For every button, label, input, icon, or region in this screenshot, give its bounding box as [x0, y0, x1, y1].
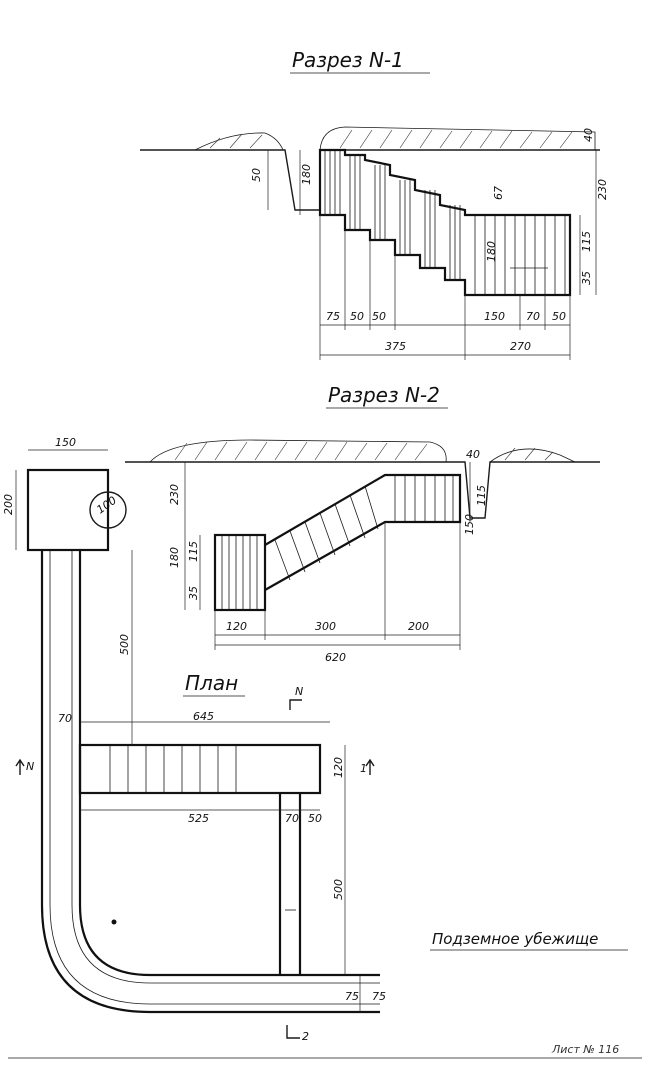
plan-dim-75b: 75	[372, 990, 386, 1003]
section-1-ground-line	[140, 149, 600, 211]
plan-dim-525: 525	[188, 812, 209, 825]
section-1-lining	[324, 150, 566, 295]
section-2-chamber-lining	[221, 535, 258, 610]
north-arrow-top-label: N	[295, 685, 303, 698]
plan-gallery-lining	[109, 745, 237, 793]
plan-corridor-outer-lining	[49, 550, 380, 1005]
plan-dim-150: 150	[55, 436, 76, 449]
section-1-dim-115: 115	[580, 231, 593, 252]
plan-dim-70: 70	[58, 712, 72, 725]
plan-dim-75: 75	[345, 990, 359, 1003]
section-1-marker-label: 1	[360, 762, 367, 775]
plan-dim-500: 500	[118, 634, 131, 655]
section-2-marker-icon	[286, 1025, 300, 1039]
section-2-dim-b120: 120	[226, 620, 247, 633]
north-arrow-top-icon	[289, 699, 302, 710]
section-2-dim-115: 115	[187, 541, 200, 562]
section-1-dim-180b: 180	[485, 241, 498, 262]
north-arrow-left-icon	[15, 758, 25, 775]
section-1-dim-180: 180	[300, 164, 313, 185]
section-1-dim-67: 67	[492, 186, 505, 200]
north-arrow-left-label: N	[26, 760, 34, 773]
section-2-chamber	[213, 533, 267, 612]
plan-dim-500b: 500	[332, 879, 345, 900]
section-2-dim-620: 620	[325, 651, 346, 664]
section-2-dim-230: 230	[168, 484, 181, 505]
section-2-dim-40: 40	[466, 448, 480, 461]
section-1-dim-40: 40	[582, 128, 595, 142]
section-2-dim-115r: 115	[475, 485, 488, 506]
drawing-caption: Подземное убежище	[432, 930, 598, 948]
section-2-title: Разрез N-2	[328, 383, 440, 407]
plan-dim-70b: 70	[285, 812, 299, 825]
plan-dim-645: 645	[193, 710, 214, 723]
plan-entrance-shaft	[26, 468, 110, 552]
plan-title: План	[185, 671, 238, 695]
section-1-mound-hatching	[209, 129, 573, 149]
plan-corridor-inner	[78, 550, 380, 977]
plan: План 100 150 200	[2, 436, 386, 1043]
section-2-right-mound	[489, 448, 576, 463]
plan-dim-200: 200	[2, 494, 15, 515]
plan-dim-100: 100	[94, 494, 119, 517]
plan-dimension-lines	[15, 449, 361, 1012]
section-2-left-mound	[149, 439, 447, 463]
sheet-number: Лист № 116	[551, 1043, 619, 1056]
section-1-dim-270: 270	[510, 340, 531, 353]
section-2-dim-b200: 200	[408, 620, 429, 633]
section-2-dim-150r: 150	[463, 514, 476, 535]
plan-dim-50: 50	[308, 812, 322, 825]
section-1-left-mound	[194, 132, 284, 151]
plan-manhole-circle	[89, 491, 127, 529]
plan-corridor-outer	[40, 550, 380, 1014]
section-1-dim-375: 375	[385, 340, 406, 353]
section-2-marker-label: 2	[302, 1030, 309, 1043]
section-2-passage-lining	[274, 475, 454, 581]
section-1-dim-35: 35	[580, 271, 593, 285]
section-1-title: Разрез N-1	[292, 48, 404, 72]
section-1-marker-icon	[365, 758, 375, 775]
section-1-dimension-lines	[267, 150, 597, 360]
section-2-mound-hatching	[174, 441, 554, 461]
section-1-dim-b50b: 50	[372, 310, 386, 323]
section-1-dim-b75: 75	[326, 310, 340, 323]
section-1-dim-b50a: 50	[350, 310, 364, 323]
plan-side-passage	[278, 793, 302, 975]
section-2-dim-b300: 300	[315, 620, 336, 633]
section-1-dim-230: 230	[596, 179, 609, 200]
section-1-dim-50: 50	[250, 168, 263, 182]
section-2-dim-180: 180	[168, 547, 181, 568]
section-2: Разрез N-2	[125, 383, 600, 664]
plan-dot	[111, 919, 117, 925]
section-1-passage	[318, 148, 572, 297]
section-1: Разрез N-1	[140, 48, 609, 360]
plan-dim-120: 120	[332, 757, 345, 778]
section-2-dimension-lines	[184, 462, 471, 650]
section-1-dim-b150: 150	[484, 310, 505, 323]
section-1-right-mound	[319, 126, 596, 151]
section-1-dim-b70: 70	[526, 310, 540, 323]
section-2-dim-35: 35	[187, 586, 200, 600]
section-1-dim-b50c: 50	[552, 310, 566, 323]
plan-corridor-inner-lining	[71, 550, 380, 984]
section-2-ground-line	[125, 461, 600, 519]
section-2-inclined-passage	[264, 473, 462, 591]
